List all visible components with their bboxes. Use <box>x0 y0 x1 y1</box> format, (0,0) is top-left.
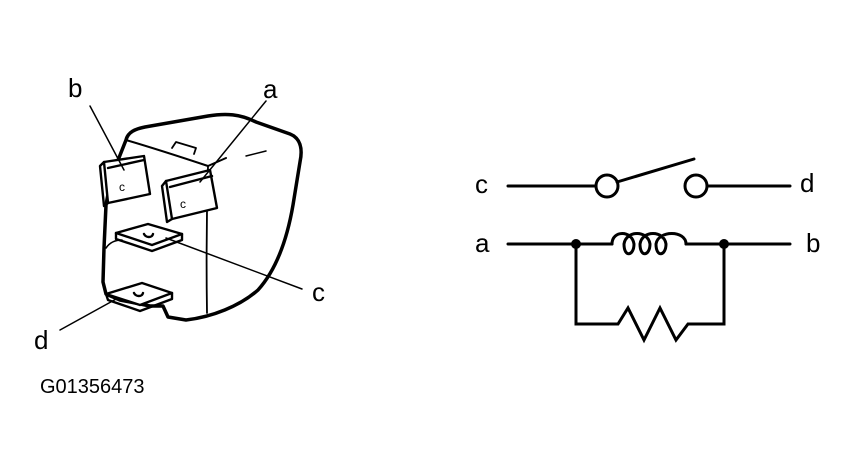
terminal-d <box>104 281 174 313</box>
switch-contact-left <box>594 173 620 199</box>
relay-body-outline <box>101 112 303 322</box>
figure-code: G01356473 <box>40 376 145 398</box>
svg-text:c: c <box>180 197 186 211</box>
coil-winding <box>610 232 688 256</box>
terminal-a: c <box>160 168 219 224</box>
schematic-label-d: d <box>800 168 814 198</box>
switch-contact-right <box>683 173 709 199</box>
leader-a <box>199 100 267 183</box>
relay-label-b: b <box>68 73 82 103</box>
switch-blade <box>615 157 696 184</box>
schematic-label-a: a <box>475 228 490 258</box>
leader-c <box>165 237 303 290</box>
terminal-c <box>114 222 184 253</box>
relay-schematic <box>506 157 792 344</box>
junction-left <box>571 239 581 249</box>
schematic-label-b: b <box>806 228 820 258</box>
junction-right <box>719 239 729 249</box>
svg-text:c: c <box>119 180 125 194</box>
relay-label-a: a <box>263 74 278 104</box>
relay-label-c: c <box>312 277 325 307</box>
leader-b <box>89 105 125 171</box>
schematic-label-c: c <box>475 169 488 199</box>
terminal-b: c <box>98 154 152 208</box>
leader-d <box>59 297 119 331</box>
relay-label-d: d <box>34 325 48 355</box>
relay-top-edge <box>125 139 227 167</box>
relay-highlight <box>245 150 267 157</box>
relay-top-notch <box>171 141 197 155</box>
relay-illustration: c c <box>59 100 303 331</box>
resistor-branch <box>574 242 726 344</box>
